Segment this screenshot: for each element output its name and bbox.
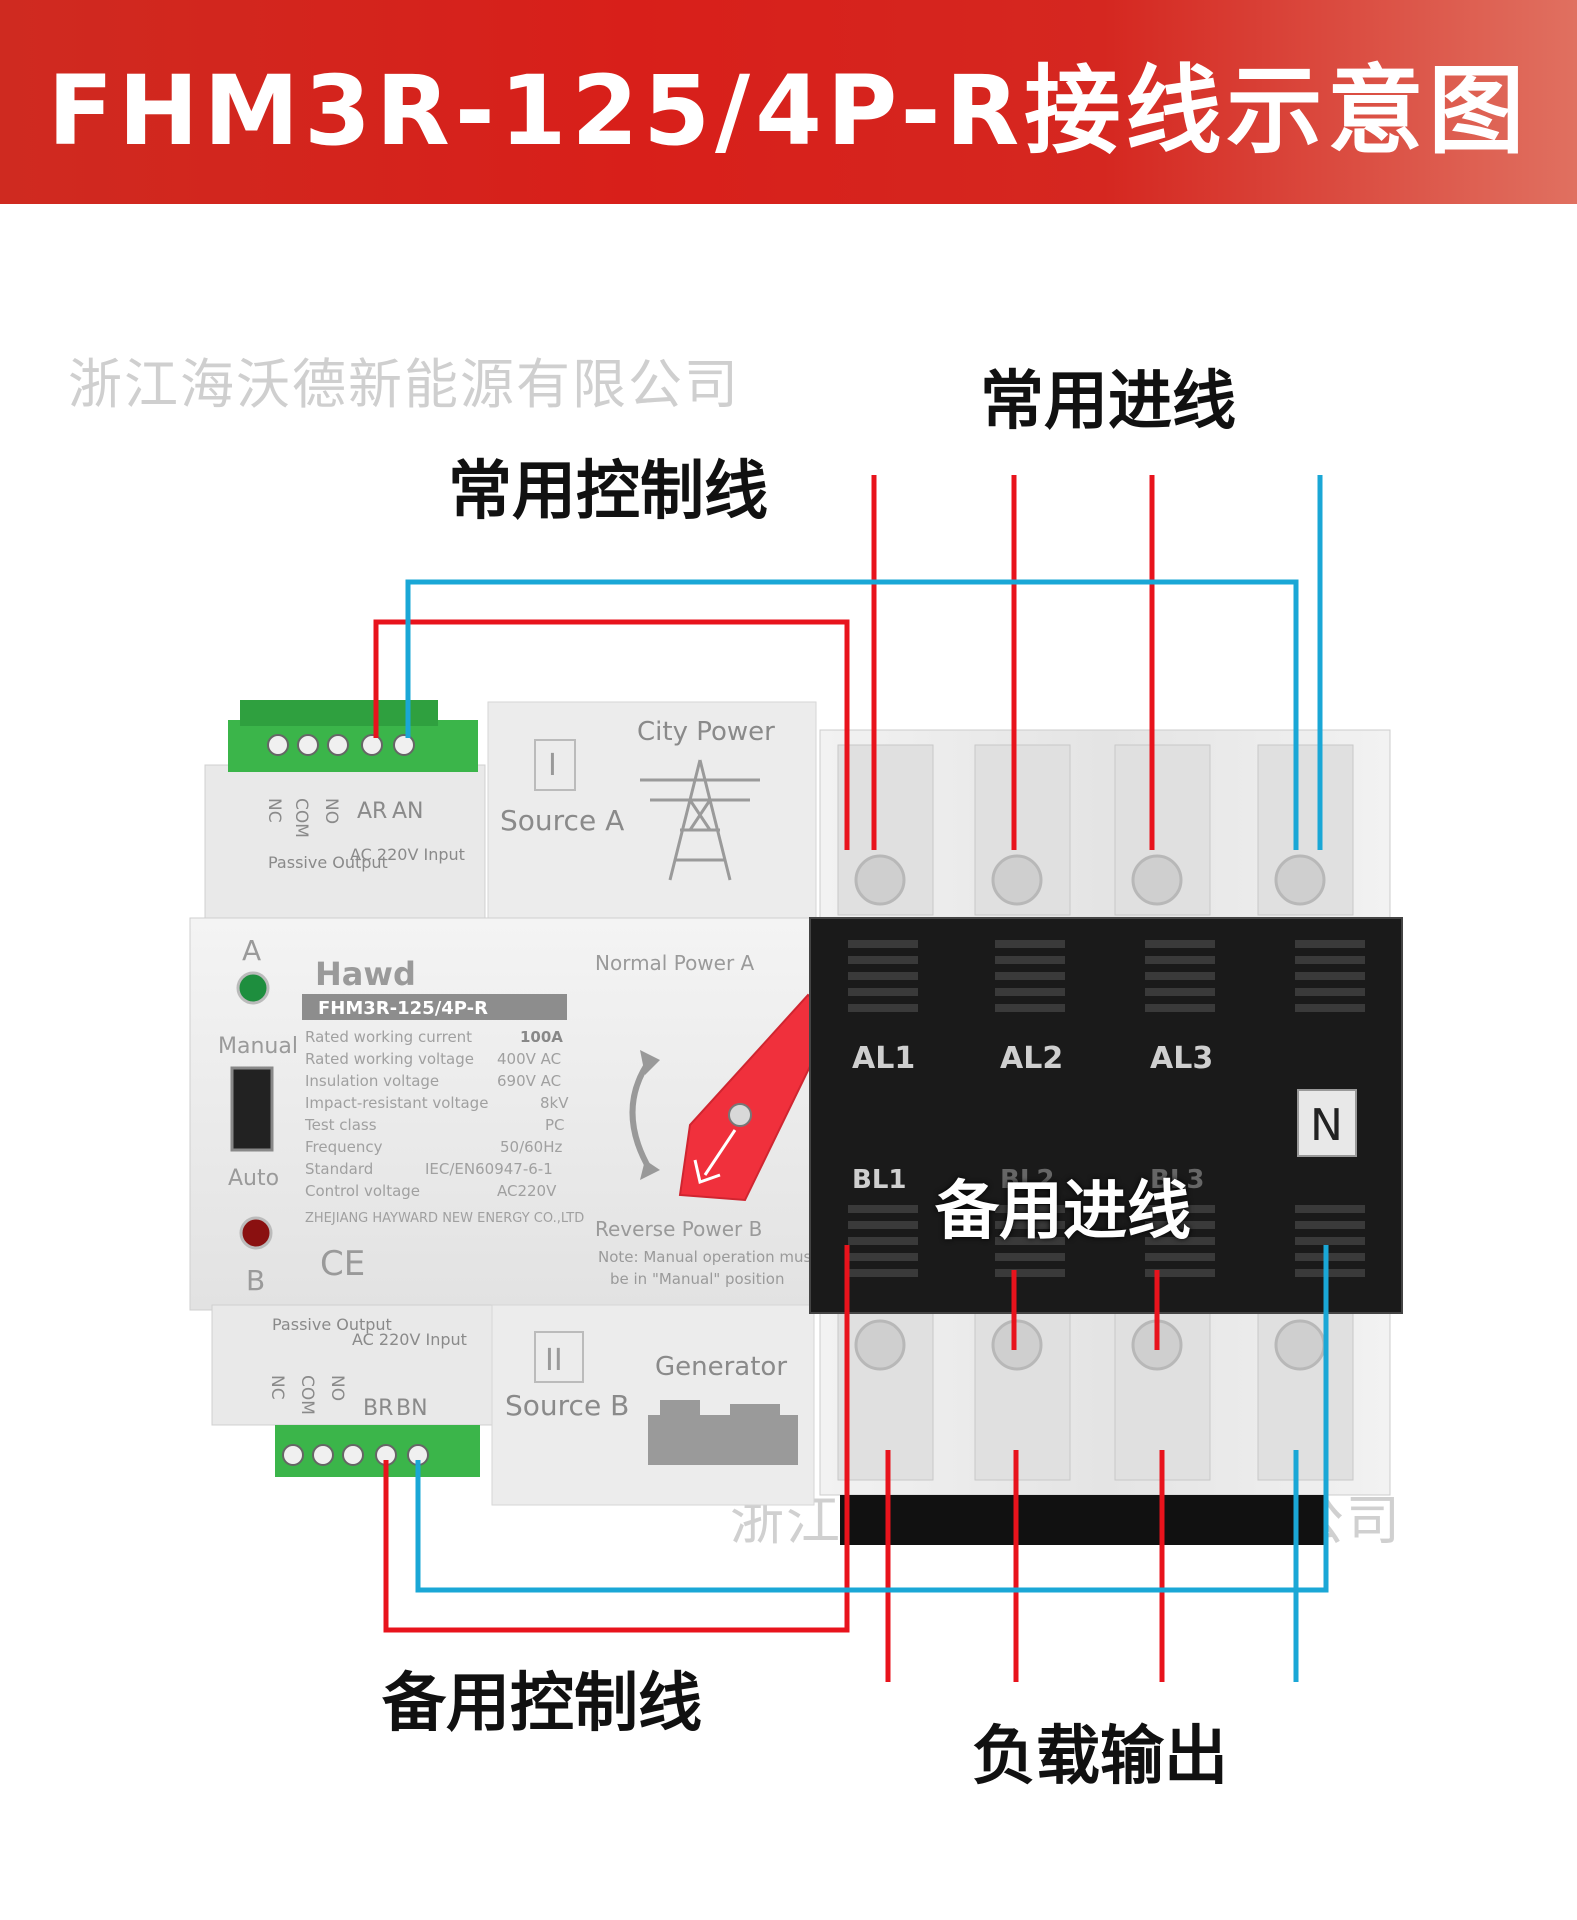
handle-arrow-icon [693,1129,737,1184]
spec-value: 100A [520,1028,563,1046]
spec-name: Frequency [305,1138,383,1156]
top-source-num: I [548,748,557,783]
spec-value: PC [545,1116,565,1134]
top-terminal-label: AR [357,799,387,824]
indicator-a-label: A [242,934,261,967]
top-input: AC 220V Input [350,845,465,864]
terminal-label-al2: AL2 [1000,1041,1063,1076]
vent-slots [848,940,1365,1277]
bottom-passive-output: Passive Output [272,1315,392,1334]
title-banner [0,0,1577,204]
spec-value: 400V AC [497,1050,561,1068]
spec-name: Insulation voltage [305,1072,439,1090]
model-plate [302,994,567,1020]
handle-screw [728,1103,752,1127]
spec-name: Rated working voltage [305,1050,474,1068]
top-clear-covers [819,729,1391,921]
note-line-2: be in "Manual" position [610,1270,784,1288]
neutral-badge [1297,1089,1357,1157]
bottom-terminal-label: BN [396,1396,428,1421]
spec-value: 8kV [540,1094,569,1112]
top-source-num-box [534,739,576,791]
neutral-wires [405,475,1329,1682]
bottom-source-num: II [545,1343,563,1378]
label-load-output: 负载输出 [972,1720,1228,1794]
bottom-clear-covers [819,1304,1391,1496]
ce-mark: CE [320,1244,365,1284]
watermark-top: 浙江海沃德新能源有限公司 [68,353,740,416]
bottom-terminal-label: BR [363,1396,393,1421]
bottom-source-num-box [534,1331,584,1383]
label-normal-control: 常用控制线 [448,455,768,529]
normal-power-label: Normal Power A [595,951,755,975]
bottom-input: AC 220V Input [352,1330,467,1349]
generator-icon [648,1400,798,1465]
label-normal-incoming: 常用进线 [980,365,1236,439]
terminal-label-bl3: BL3 [1150,1165,1204,1195]
terminal-label-al3: AL3 [1150,1041,1213,1076]
spec-name: Control voltage [305,1182,420,1200]
bottom-source-label: Source B [505,1389,629,1422]
bottom-power-name: Generator [655,1352,787,1382]
indicator-a-led [236,971,270,1005]
top-power-name: City Power [637,717,775,747]
label-backup-control: 备用控制线 [382,1667,702,1741]
top-module-body [204,764,486,926]
auto-label: Auto [228,1166,279,1191]
power-tower-icon [640,759,760,881]
bottom-terminal-label: NO [327,1375,347,1401]
terminal-label-bl1: BL1 [852,1165,906,1195]
bottom-terminal-label: COM [297,1375,317,1415]
bottom-terminal-block [275,1425,480,1477]
neutral-label: N [1310,1100,1343,1151]
terminal-label-bl2: BL2 [1000,1165,1054,1195]
note-line-1: Note: Manual operation must [598,1248,817,1266]
top-source-label: Source A [500,804,624,837]
phase-wires [373,475,1165,1682]
reverse-power-label: Reverse Power B [595,1217,762,1241]
indicator-b-label: B [246,1264,265,1297]
model-name: FHM3R-125/4P-R [318,998,488,1019]
top-terminal-block [228,700,478,772]
top-terminal-label: COM [291,798,311,838]
rotate-arrow-icon [629,1058,653,1172]
spec-name: Rated working current [305,1028,472,1046]
bottom-black-base [840,1495,1325,1545]
spec-value: 50/60Hz [500,1138,563,1156]
manual-auto-switch[interactable] [230,1066,274,1152]
label-backup-incoming: 备用进线 [935,1175,1191,1249]
terminal-label-al1: AL1 [852,1041,915,1076]
spec-name: Test class [304,1116,377,1134]
manual-label: Manual [218,1034,298,1059]
company-line: ZHEJIANG HAYWARD NEW ENERGY CO.,LTD [305,1211,584,1226]
page-title: FHM3R-125/4P-R接线示意图 [47,54,1530,167]
top-passive-output: Passive Output [268,853,388,872]
indicator-b-led [239,1216,273,1250]
spec-name: Impact-resistant voltage [305,1094,488,1112]
top-terminal-label: NO [321,798,341,824]
spec-value: IEC/EN60947-6-1 [425,1160,553,1178]
top-terminal-label: NC [264,798,284,823]
top-terminal-label: AN [392,799,424,824]
spec-name: Standard [305,1160,373,1178]
bottom-terminal-label: NC [267,1375,287,1400]
bottom-module-body [211,1304,495,1426]
brand-logo: Hawd [315,955,416,993]
spec-value: AC220V [497,1182,557,1200]
spec-value: 690V AC [497,1072,561,1090]
